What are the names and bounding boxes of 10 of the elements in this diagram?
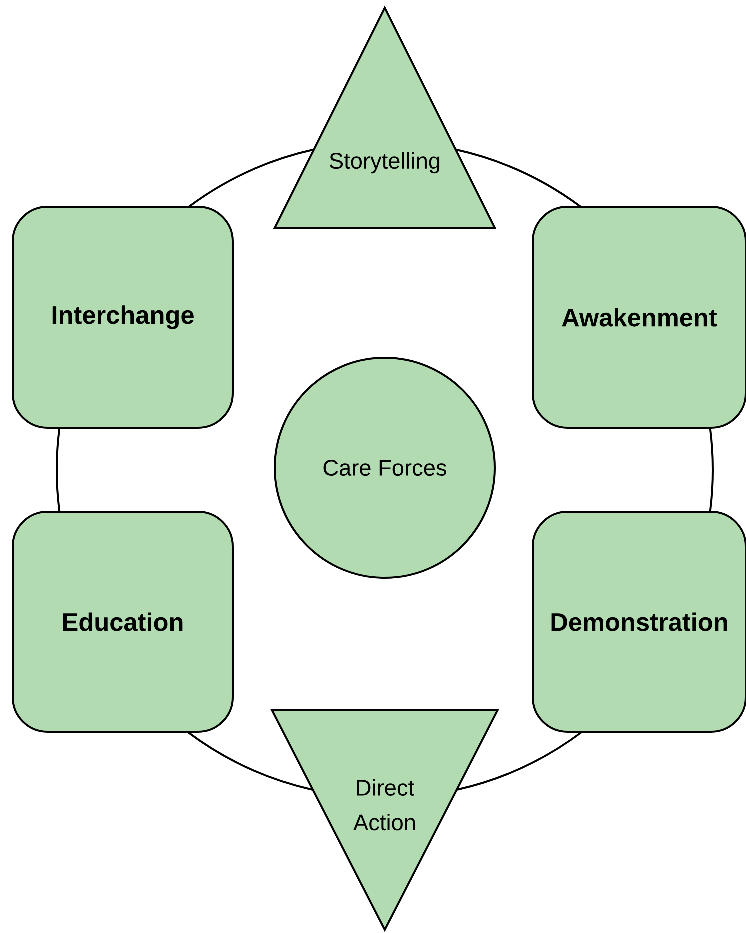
ring-arc <box>187 732 314 791</box>
ring-arc <box>709 428 714 512</box>
rounded-box: Interchange <box>12 206 234 429</box>
ring-arc <box>457 731 583 791</box>
rounded-box: Awakenment <box>532 206 746 429</box>
ring-arc <box>56 428 61 512</box>
ring-arc <box>456 148 582 208</box>
ring-arc <box>188 148 314 208</box>
rounded-box: Education <box>12 511 234 733</box>
rounded-box: Demonstration <box>532 511 746 733</box>
